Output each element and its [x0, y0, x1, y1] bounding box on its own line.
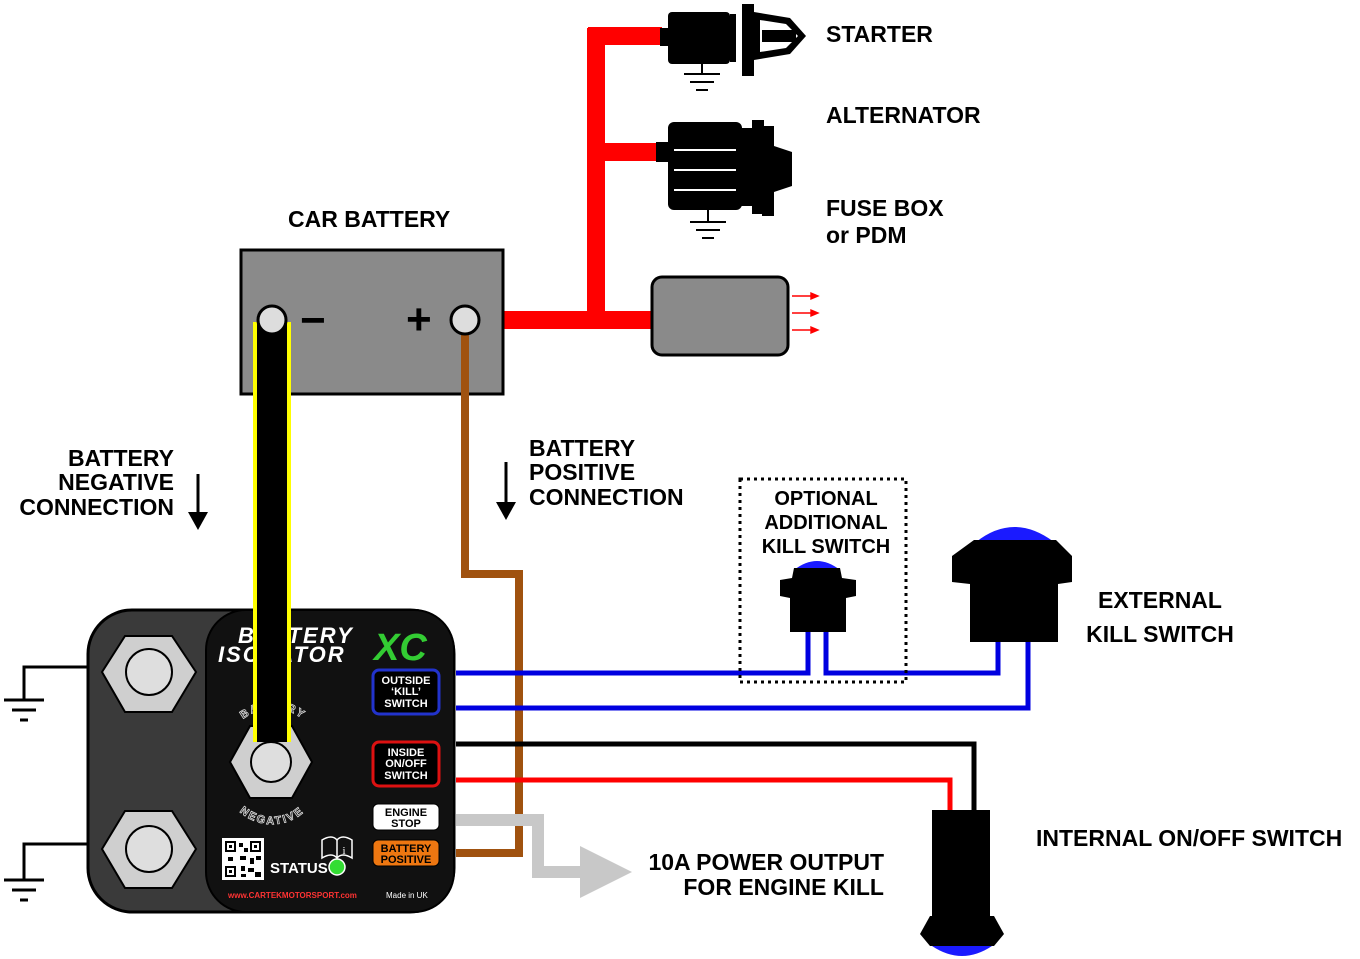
ground-symbol-icon — [690, 210, 726, 239]
svg-text:ON/OFF: ON/OFF — [385, 758, 427, 770]
external-kill-switch — [952, 527, 1072, 642]
starter-label: STARTER — [826, 21, 933, 47]
pos-connection-line1: BATTERY — [529, 435, 635, 461]
svg-text:BATTERY: BATTERY — [381, 843, 432, 855]
engine-kill-output — [456, 814, 632, 898]
starter-motor — [660, 4, 806, 91]
neg-connection-line2: NEGATIVE — [58, 469, 174, 495]
neg-connection-line1: BATTERY — [68, 445, 174, 471]
neg-connection-line3: CONNECTION — [19, 494, 174, 520]
internal-switch-label: INTERNAL ON/OFF SWITCH — [1036, 825, 1342, 851]
alternator-label: ALTERNATOR — [826, 102, 981, 128]
pos-connection-line2: POSITIVE — [529, 459, 635, 485]
svg-text:POSITIVE: POSITIVE — [381, 854, 432, 866]
svg-text:i: i — [342, 845, 345, 857]
ground-symbol-icon — [4, 665, 96, 722]
svg-text:SWITCH: SWITCH — [384, 698, 427, 710]
outside-switch-badge: OUTSIDE ‘KILL’ SWITCH — [371, 668, 441, 716]
svg-text:‘KILL’: ‘KILL’ — [391, 686, 421, 698]
battery-positive-badge: BATTERY POSITIVE — [372, 839, 440, 867]
brand-suffix: XC — [372, 627, 427, 669]
alternator — [656, 120, 792, 239]
positive-sense-wire — [456, 320, 523, 857]
pos-connection-line3: CONNECTION — [529, 484, 684, 510]
kill-switch-wires — [456, 630, 1031, 711]
power-output-line2: FOR ENGINE KILL — [683, 874, 884, 900]
arrow-down-icon — [496, 462, 516, 520]
car-battery-label: CAR BATTERY — [288, 206, 450, 232]
internal-switch-black-wire — [456, 741, 977, 812]
internal-onoff-switch — [920, 810, 1004, 956]
internal-switch-red-wire — [456, 777, 953, 812]
ground-symbol-icon — [4, 842, 96, 902]
battery-positive-terminal — [449, 304, 481, 336]
optional-line1: OPTIONAL — [774, 488, 877, 510]
positive-bus-cables — [482, 27, 662, 329]
fuse-box-output-arrows — [792, 291, 820, 335]
optional-line3: KILL SWITCH — [762, 536, 891, 558]
status-label: STATUS — [270, 860, 328, 877]
ground-symbol-icon — [684, 64, 720, 91]
svg-text:STOP: STOP — [391, 818, 421, 830]
fuse-box-label-line2: or PDM — [826, 222, 907, 248]
engine-stop-badge: ENGINE STOP — [372, 803, 440, 831]
inside-switch-badge: INSIDE ON/OFF SWITCH — [371, 740, 441, 788]
optional-line2: ADDITIONAL — [764, 512, 887, 534]
battery-negative-terminal — [256, 304, 288, 336]
qr-code-icon — [222, 838, 264, 880]
optional-kill-switch — [780, 561, 856, 632]
svg-text:OUTSIDE: OUTSIDE — [382, 675, 431, 687]
website: www.CARTEKMOTORSPORT.com — [227, 891, 357, 900]
manual-book-icon: i — [321, 836, 353, 860]
arrow-down-icon — [188, 474, 208, 530]
svg-text:INSIDE: INSIDE — [388, 747, 425, 759]
fuse-box-label-line1: FUSE BOX — [826, 195, 944, 221]
status-led-icon — [328, 858, 346, 876]
power-output-line1: 10A POWER OUTPUT — [648, 849, 884, 875]
svg-text:ENGINE: ENGINE — [385, 807, 427, 819]
external-line1: EXTERNAL — [1098, 587, 1222, 613]
made-in: Made in UK — [386, 891, 428, 900]
battery-plus-sign: + — [406, 295, 432, 344]
battery-isolator-device: BATTERY ISOLATOR XC BATTERY NEGATIVE OUT… — [4, 608, 456, 914]
optional-switch-box — [738, 477, 908, 684]
fuse-box — [650, 275, 790, 357]
battery-minus-sign: − — [300, 296, 326, 345]
svg-text:SWITCH: SWITCH — [384, 770, 427, 782]
external-line2: KILL SWITCH — [1086, 621, 1234, 647]
